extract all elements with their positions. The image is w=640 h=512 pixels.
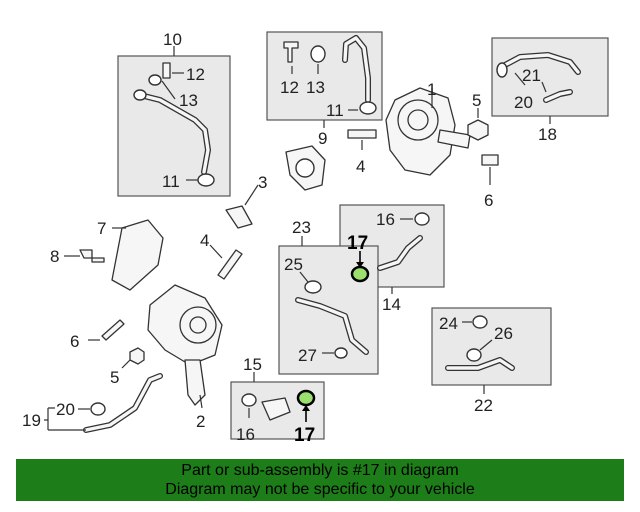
callout-13-box9: 13 (306, 78, 325, 97)
callout-11-box9: 11 (326, 101, 344, 120)
stud-4-mid (209, 244, 243, 280)
info-banner: Part or sub-assembly is #17 in diagram D… (16, 459, 624, 501)
box-22 (431, 307, 552, 394)
tube-23 (295, 271, 369, 359)
oil-feed-tube-10 (133, 62, 215, 187)
callout-7: 7 (97, 219, 106, 238)
coolant-tube-18 (496, 52, 581, 103)
callout-6-lower: 6 (70, 332, 79, 351)
callout-4-mid: 4 (200, 231, 209, 250)
callout-20-tube19: 20 (56, 400, 75, 419)
callout-16-box15: 16 (236, 425, 255, 444)
callout-26: 26 (494, 324, 513, 343)
highlighted-seal-17-upper (350, 251, 370, 283)
fittings-box-15 (241, 393, 291, 421)
gasket-3 (225, 145, 326, 229)
highlighted-seal-17-lower (296, 389, 316, 422)
tube-14 (377, 212, 430, 271)
callout-13-box10: 13 (179, 91, 198, 110)
callout-12-box9: 12 (280, 78, 299, 97)
callout-27: 27 (298, 346, 317, 365)
callout-12-box10: 12 (186, 65, 205, 84)
callout-4-top: 4 (356, 157, 365, 176)
nut-5-top (467, 108, 489, 141)
banner-line-2: Diagram may not be specific to your vehi… (165, 481, 475, 498)
nut-5-lower (121, 347, 145, 369)
tube-19 (44, 373, 163, 433)
box-18 (491, 37, 609, 124)
callout-21: 21 (522, 66, 541, 85)
callout-3: 3 (258, 173, 267, 192)
callout-1: 1 (427, 80, 436, 99)
turbocharger-1 (385, 87, 471, 176)
callout-11-box10: 11 (162, 172, 180, 191)
stud-6-lower (88, 319, 125, 341)
callout-18: 18 (538, 125, 557, 144)
stud-6-top (481, 154, 499, 185)
callout-5-top: 5 (472, 91, 481, 110)
banner-line-1: Part or sub-assembly is #17 in diagram (181, 462, 459, 479)
turbocharger-assembly-2 (147, 284, 223, 409)
callout-6-top: 6 (484, 191, 493, 210)
callout-19: 19 (22, 411, 41, 430)
fittings-box-9 (283, 35, 377, 115)
callout-5-lower: 5 (110, 368, 119, 387)
callout-8: 8 (50, 247, 59, 266)
callout-16-box14: 16 (376, 210, 395, 229)
tube-22 (445, 315, 515, 371)
callout-20-box18: 20 (514, 93, 533, 112)
callout-10: 10 (163, 30, 182, 49)
callout-9: 9 (318, 129, 327, 148)
callout-24: 24 (439, 314, 458, 333)
box-10 (117, 46, 231, 197)
callout-17-box15: 17 (294, 425, 315, 446)
turbocharger-parts-diagram: 1 2 3 4 4 5 5 6 6 7 8 9 10 11 11 12 12 1… (22, 30, 609, 446)
callout-15: 15 (243, 355, 262, 374)
stud-4-top (347, 129, 377, 150)
heat-shield-7 (111, 219, 164, 291)
callout-25: 25 (284, 255, 303, 274)
callout-14: 14 (382, 295, 401, 314)
callout-2: 2 (196, 412, 205, 431)
bolt-8 (64, 249, 105, 263)
callout-17-box14: 17 (347, 233, 368, 254)
callout-22: 22 (474, 396, 493, 415)
callout-23: 23 (292, 218, 311, 237)
